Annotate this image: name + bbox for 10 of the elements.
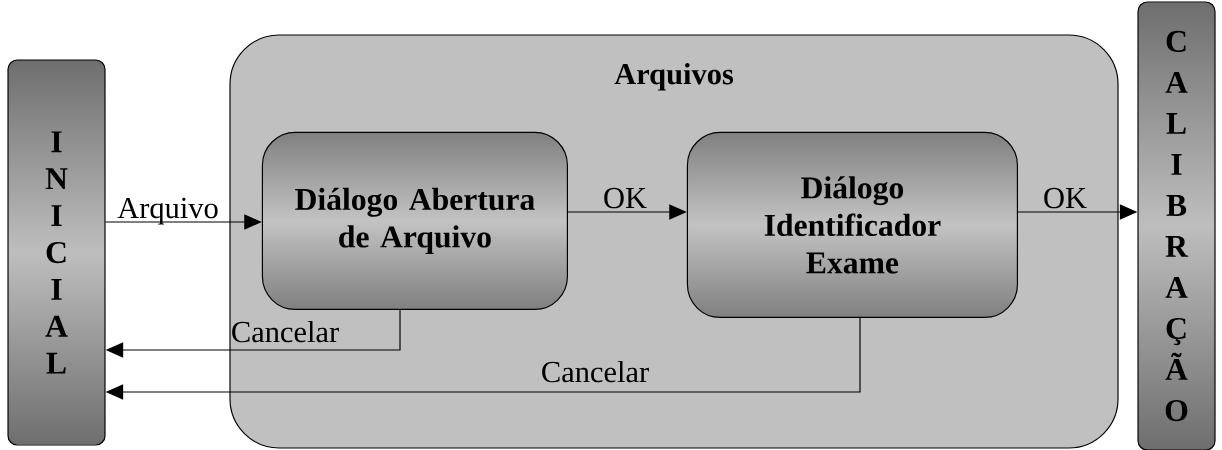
group-title: Arquivos (614, 63, 734, 91)
edge-label: Cancelar (232, 320, 339, 343)
process-box: Diálogo Identificador Exame (686, 131, 1018, 318)
edge-label: Arquivo (117, 197, 218, 225)
vertical-bar: INICIAL (7, 59, 106, 446)
edge-label: Cancelar (542, 360, 649, 383)
process-box: Diálogo Abertura de Arquivo (261, 131, 568, 310)
edge-label: OK (1044, 187, 1087, 209)
vertical-bar: CALIBRAÇÃO (1137, 1, 1216, 450)
edge-label: OK (604, 187, 647, 209)
